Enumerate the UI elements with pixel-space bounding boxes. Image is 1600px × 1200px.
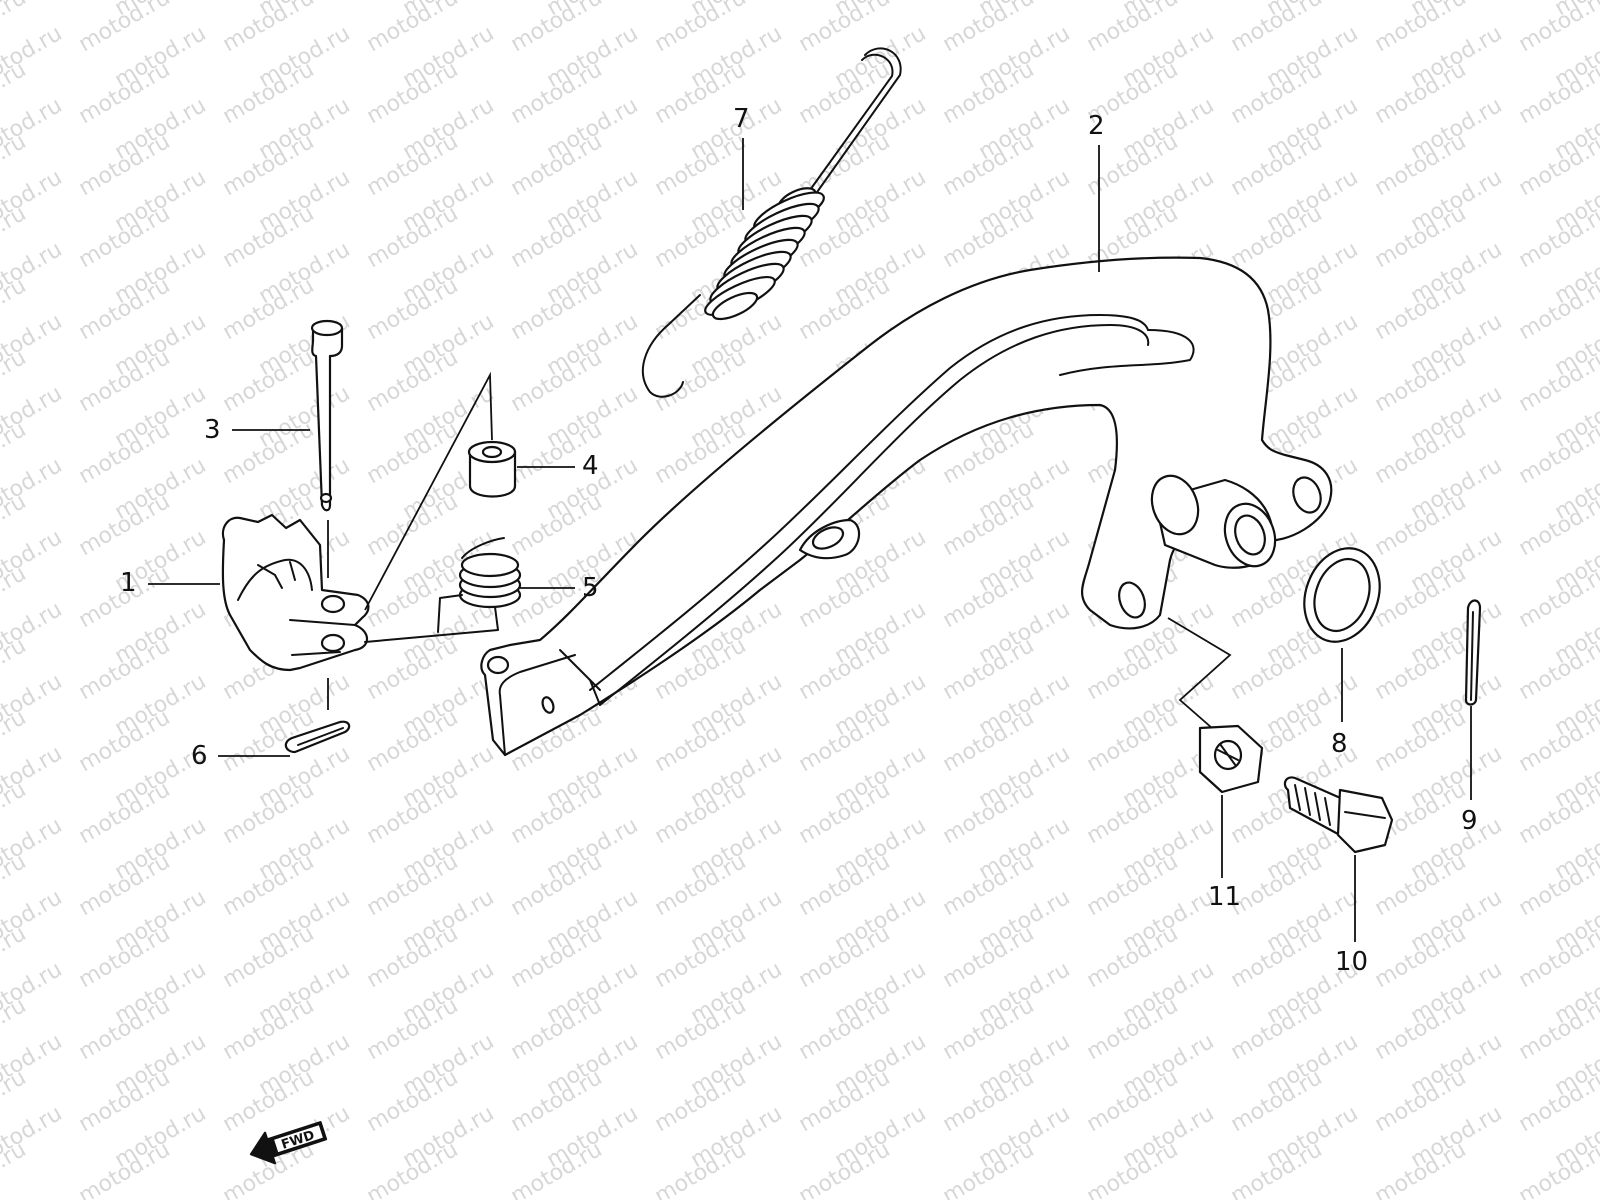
callout-label-1: 1 (120, 568, 137, 598)
callout-label-7: 7 (733, 104, 750, 134)
callout-label-9: 9 (1461, 806, 1478, 836)
callout-6: 6 (191, 741, 290, 771)
callout-3: 3 (204, 415, 310, 445)
callout-4: 4 (517, 451, 599, 481)
callout-label-8: 8 (1331, 729, 1348, 759)
part-3-clevis-pin (310, 319, 344, 578)
spring-coils (704, 187, 825, 321)
callouts: 1 2 3 4 5 6 7 8 (120, 104, 1478, 977)
part-10-bolt (1283, 776, 1394, 854)
callout-2: 2 (1088, 111, 1105, 272)
part-8-washer (1303, 547, 1381, 643)
callout-1: 1 (120, 568, 220, 598)
part-6-cotter-pin (284, 678, 351, 754)
callout-7: 7 (733, 104, 750, 210)
callout-label-4: 4 (582, 451, 599, 481)
callout-10: 10 (1335, 855, 1368, 977)
callout-5: 5 (520, 573, 599, 603)
part-7-spring (641, 47, 902, 398)
callout-8: 8 (1331, 648, 1348, 759)
callout-label-5: 5 (582, 573, 599, 603)
watermark-text: motod.ru (0, 1137, 30, 1200)
part-11-nut (1198, 724, 1264, 794)
callout-9: 9 (1461, 706, 1478, 836)
callout-label-11: 11 (1208, 882, 1241, 912)
part-2-brake-pedal (480, 256, 1333, 757)
callout-label-6: 6 (191, 741, 208, 771)
callout-11: 11 (1208, 795, 1241, 912)
part-1-brake-joint (221, 513, 370, 672)
pedal-pivot-boss (1150, 474, 1277, 569)
part-5-return-spring (364, 537, 522, 643)
callout-label-2: 2 (1088, 111, 1105, 141)
callout-label-10: 10 (1335, 947, 1368, 977)
part-9-cotter-pin (1464, 599, 1482, 706)
part-4-bushing (467, 440, 517, 498)
callout-label-3: 3 (204, 415, 221, 445)
assembly-lines (364, 371, 1232, 729)
